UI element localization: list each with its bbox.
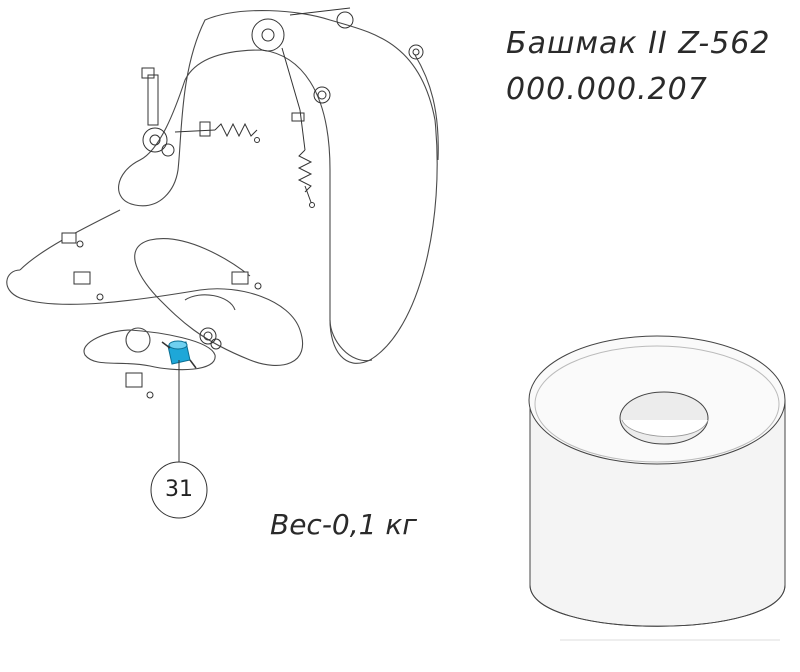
part-name: Башмак II Z-562 xyxy=(506,26,771,61)
callout-circle xyxy=(150,461,208,519)
highlighted-shoe-part[interactable] xyxy=(161,340,197,369)
sprocket-top xyxy=(251,18,285,52)
idler-right-top xyxy=(408,44,424,60)
chain-path-small xyxy=(83,329,216,371)
cylinder-3d-view xyxy=(528,335,786,641)
idler-top-right xyxy=(336,11,354,29)
shoe-middle-left xyxy=(73,271,91,285)
chain-path-main xyxy=(118,10,438,364)
weight-label: Вес-0,1 кг xyxy=(270,508,417,541)
bearing-mid xyxy=(313,86,331,104)
shoe-right xyxy=(231,271,249,285)
callout-number[interactable]: 31 xyxy=(165,477,193,502)
sprocket-left xyxy=(142,127,168,153)
shoe-bottom xyxy=(125,372,143,388)
spring-lower xyxy=(297,149,313,193)
part-code: 000.000.207 xyxy=(506,72,708,107)
spring-upper xyxy=(214,122,258,138)
chain-path-lower xyxy=(6,238,304,366)
shoe-upper-left xyxy=(61,232,77,244)
